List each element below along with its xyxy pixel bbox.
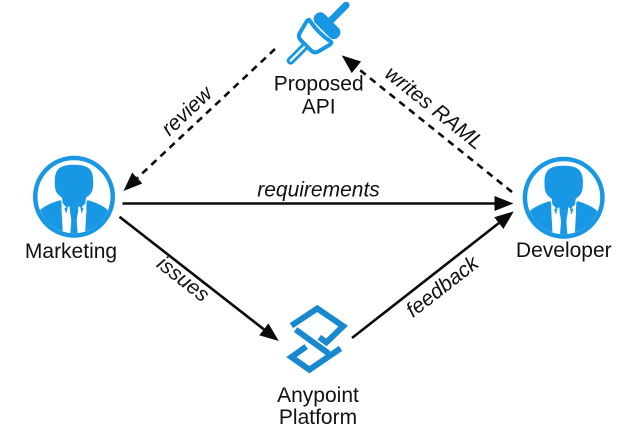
svg-text:Marketing: Marketing <box>25 240 117 263</box>
svg-text:Platform: Platform <box>279 406 357 429</box>
svg-text:Anypoint: Anypoint <box>277 384 359 407</box>
svg-text:Proposed: Proposed <box>274 73 364 96</box>
svg-text:API: API <box>302 96 336 119</box>
svg-text:Developer: Developer <box>516 239 612 262</box>
svg-text:requirements: requirements <box>257 178 380 201</box>
